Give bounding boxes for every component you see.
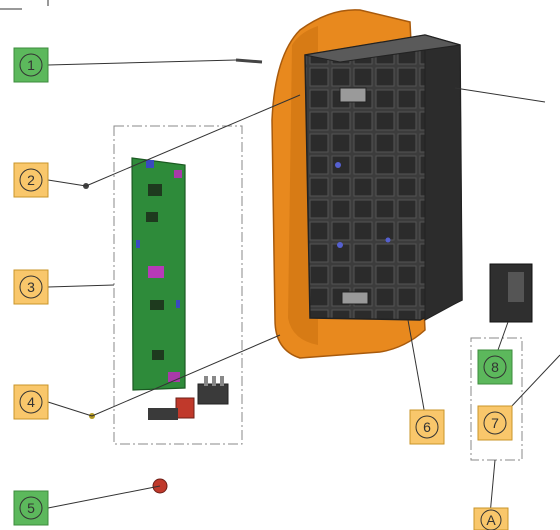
callout-7-label: 7	[491, 415, 499, 431]
cover-group-frame	[470, 337, 523, 461]
callout-5-label: 5	[27, 500, 35, 516]
cover-plate	[489, 263, 533, 323]
callout-2-label: 2	[27, 172, 35, 188]
callout-3: 3	[13, 269, 49, 305]
callout-7: 7	[477, 405, 513, 441]
callout-8-label: 8	[491, 359, 499, 375]
callout-4-label: 4	[27, 394, 35, 410]
callout-2: 2	[13, 162, 49, 198]
callout-8: 8	[477, 349, 513, 385]
callout-1: 1	[13, 47, 49, 83]
leader-lines	[47, 59, 560, 516]
callout-A-label: A	[486, 512, 496, 528]
callouts: 1 2 3 4 5 6 8	[13, 47, 513, 530]
callout-6-label: 6	[423, 419, 431, 435]
red-connector	[148, 397, 195, 494]
callout-5: 5	[13, 490, 49, 526]
callout-4: 4	[13, 384, 49, 420]
callout-6: 6	[409, 409, 445, 445]
callout-1-label: 1	[27, 57, 35, 73]
pcb-board	[131, 157, 186, 391]
callout-A: A	[473, 507, 509, 530]
connector-block	[197, 376, 229, 405]
bolt-1	[235, 58, 263, 64]
battery-module	[304, 34, 463, 321]
callout-3-label: 3	[27, 279, 35, 295]
